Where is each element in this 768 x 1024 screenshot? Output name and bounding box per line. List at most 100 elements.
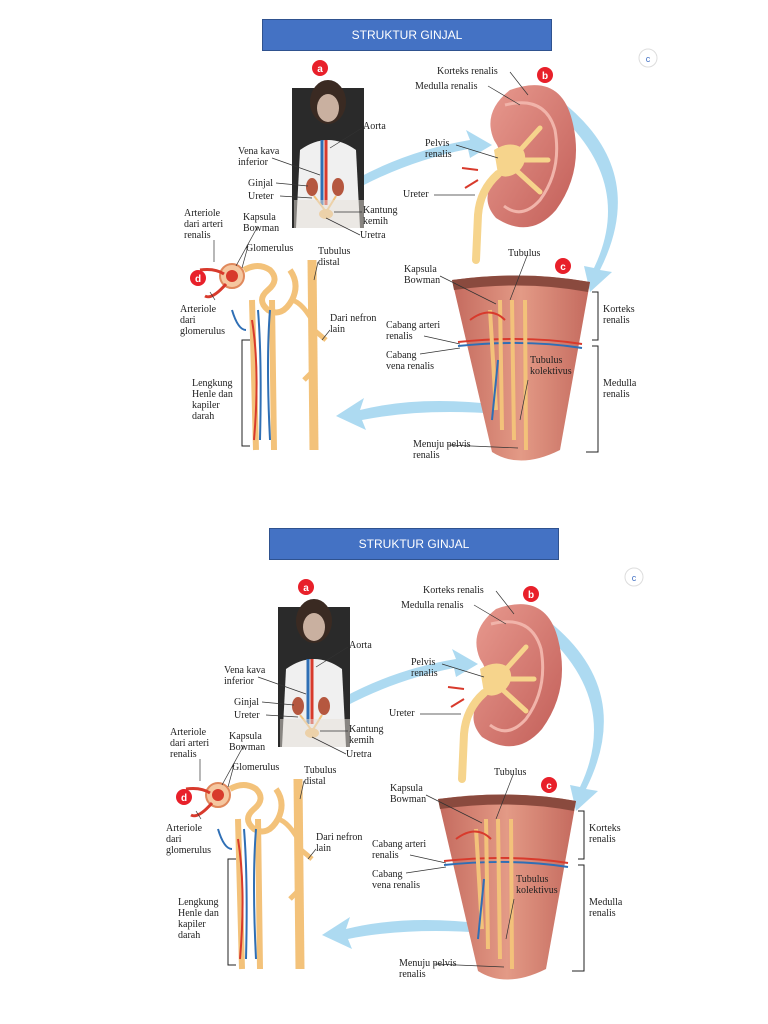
label-henle-2: Henle dan [178,908,219,919]
badge-a-text: a [303,583,309,594]
arrow-b-to-c [538,619,604,811]
label-henle-1: Lengkung [192,378,233,389]
badge-c [541,777,557,793]
label-tubulus-distal-1: Tubulus [304,765,337,776]
label-kolektivus-2: kolektivus [530,366,572,377]
label-arteriole-a-1: Arteriole [170,727,207,738]
label-henle-4: darah [178,930,200,941]
label-uretra: Uretra [360,230,386,241]
label-menuju-pelvis-1: Menuju pelvis [399,958,457,969]
label-henle-1: Lengkung [178,897,219,908]
badge-a-text: a [317,64,323,75]
label-dari-nefron-1: Dari nefron [330,313,376,324]
label-kapsula-d-1: Kapsula [243,212,276,223]
badge-b [537,67,553,83]
label-menuju-pelvis-1: Menuju pelvis [413,439,471,450]
label-arteriole-g-3: glomerulus [180,326,225,337]
label-tubulus-distal-1: Tubulus [318,246,351,257]
label-kapsula-d-2: Bowman [243,223,279,234]
label-kapsula-d-2: Bowman [229,742,265,753]
label-vena-kava-2: inferior [238,157,269,168]
label-cabang-vena-2: vena renalis [386,361,434,372]
panel-title: STRUKTUR GINJAL [262,19,552,51]
label-henle-3: kapiler [192,400,220,411]
badge-a [298,579,314,595]
label-vena-kava-2: inferior [224,676,255,687]
label-pelvis-1: Pelvis [425,138,450,149]
label-korteks-side-1: Korteks [589,823,621,834]
badge-d [176,789,192,805]
medulla-bracket [586,345,599,453]
arrow-a-to-b [358,130,492,186]
label-kantung-kemih-1: Kantung [349,724,383,735]
henle-bracket [227,858,236,966]
diagram-panel-top: STRUKTUR GINJAL [0,0,768,500]
kidney-section [447,604,563,783]
label-tubulus: Tubulus [508,248,541,259]
label-arteriole-a-2: dari arteri [184,219,223,230]
label-menuju-pelvis-2: renalis [413,450,440,461]
label-ureter-body: Ureter [248,191,274,202]
body-figure [278,599,350,747]
label-arteriole-a-3: renalis [170,749,197,760]
svg-text:c: c [632,573,637,583]
label-cabang-arteri-2: renalis [372,850,399,861]
label-kantung-kemih-2: kemih [349,735,374,746]
label-kapsula-d-1: Kapsula [229,731,262,742]
medulla-bracket [572,864,585,972]
label-vena-kava-1: Vena kava [238,146,280,157]
kidney-structure-diagram: a b c d c [166,567,644,980]
label-medulla-side-2: renalis [589,908,616,919]
kidney-structure-diagram: a b c d c [180,48,658,461]
label-tubulus: Tubulus [494,767,527,778]
label-ureter-kidney: Ureter [403,189,429,200]
label-arteriole-a-3: renalis [184,230,211,241]
label-ureter-kidney: Ureter [389,708,415,719]
label-dari-nefron-2: lain [316,843,331,854]
body-figure [292,80,364,228]
badge-d-text: d [195,274,201,285]
label-glomerulus: Glomerulus [232,762,279,773]
nephron-detail [199,259,328,451]
badge-c-text: c [546,781,552,792]
nephron-wedge [438,794,576,980]
label-medulla-side-1: Medulla [589,897,623,908]
svg-text:c: c [646,54,651,64]
nephron-detail [185,778,314,970]
badge-b-text: b [542,71,548,82]
label-arteriole-g-1: Arteriole [180,304,217,315]
label-cabang-vena-2: vena renalis [372,880,420,891]
label-pelvis-1: Pelvis [411,657,436,668]
label-dari-nefron-2: lain [330,324,345,335]
label-tubulus-distal-2: distal [318,257,340,268]
label-pelvis-2: renalis [411,668,438,679]
label-korteks-renalis: Korteks renalis [437,66,498,77]
label-menuju-pelvis-2: renalis [399,969,426,980]
panel-title: STRUKTUR GINJAL [269,528,559,560]
label-uretra: Uretra [346,749,372,760]
label-glomerulus: Glomerulus [246,243,293,254]
label-medulla-side-2: renalis [603,389,630,400]
label-aorta: Aorta [349,640,372,651]
label-henle-3: kapiler [178,919,206,930]
label-vena-kava-1: Vena kava [224,665,266,676]
label-arteriole-g-3: glomerulus [166,845,211,856]
label-kantung-kemih-1: Kantung [363,205,397,216]
badge-c-text: c [560,262,566,273]
label-cabang-arteri-1: Cabang arteri [372,839,426,850]
label-kapsula-c-1: Kapsula [404,264,437,275]
nephron-wedge [452,275,590,461]
label-medulla-side-1: Medulla [603,378,637,389]
badge-c [555,258,571,274]
arrow-a-to-b [344,649,478,705]
label-kapsula-c-2: Bowman [404,275,440,286]
badge-b-text: b [528,590,534,601]
label-ginjal: Ginjal [248,178,273,189]
arrow-c-to-d [322,917,486,949]
kidney-section [461,85,577,264]
label-arteriole-g-2: dari [166,834,182,845]
label-kolektivus-1: Tubulus [530,355,563,366]
label-cabang-vena-1: Cabang [372,869,403,880]
label-korteks-side-2: renalis [589,834,616,845]
badge-a [312,60,328,76]
